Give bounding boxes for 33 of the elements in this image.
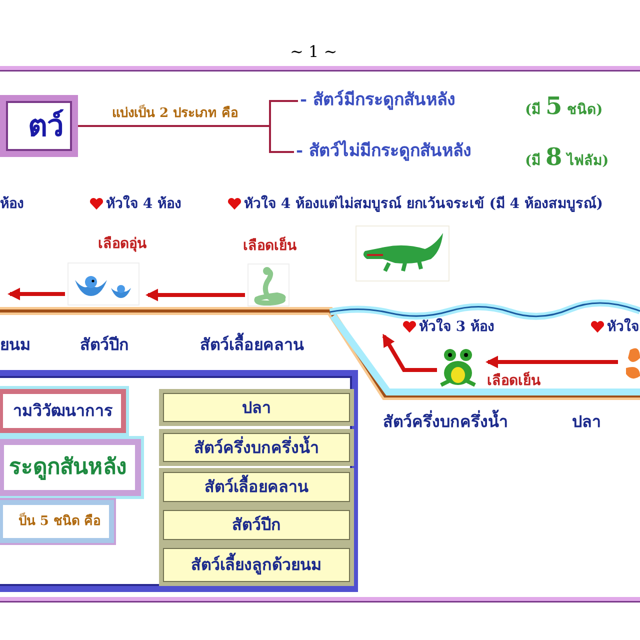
text-label: สัตว์ครึ่งบกครึ่งน้ำ — [383, 410, 508, 434]
bracket-line — [78, 125, 294, 153]
count-note: (มี 5 ชนิด) — [525, 90, 603, 122]
text-label: สัตว์ปีก — [80, 334, 129, 356]
label-box: สัตว์เลี้ยงลูกด้วยนม — [159, 544, 354, 586]
text-label: ปลา — [572, 411, 601, 433]
arrow — [145, 288, 245, 302]
label-box: ป็น 5 ชนิด คือ — [0, 500, 114, 543]
text-label: หัวใจ — [607, 317, 639, 337]
text-label: หัวใจ 3 ห้อง — [419, 317, 494, 337]
label-box: สัตว์ปีก — [159, 506, 354, 544]
label-box: ามวิวัฒนาการ — [0, 389, 126, 433]
label-box: สัตว์ครึ่งบกครึ่งน้ำ — [159, 429, 354, 466]
page-number: ~ 1 ~ — [290, 41, 338, 63]
text-label: เลือดอุ่น — [98, 235, 147, 254]
arrow — [7, 288, 65, 300]
label-box: สัตว์เลื้อยคลาน — [159, 468, 354, 506]
text-label: หัวใจ 4 ห้องแต่ไม่สมบูรณ์ ยกเว้นจระเข้ (มี 4 ห้องสมบูรณ์) — [244, 194, 603, 214]
text-label: สัตว์เลื้อยคลาน — [200, 333, 304, 357]
category-text: - สัตว์มีกระดูกสันหลัง — [300, 88, 510, 114]
panel-frame — [0, 370, 358, 592]
arrow — [485, 356, 618, 368]
label-box: ระดูกสันหลัง — [0, 439, 141, 496]
text-label: เลือดเย็น — [243, 236, 297, 256]
text-label: หัวใจ 4 ห้อง — [106, 194, 182, 214]
text-label: เลือดเย็น — [487, 371, 541, 391]
arrow — [382, 334, 437, 372]
label-box: ปลา — [159, 389, 354, 426]
text-label: ห้อง — [0, 195, 24, 214]
count-note: (มี 8 ไฟลัม) — [525, 141, 609, 173]
title-box: ตว์ — [0, 95, 78, 157]
text-label: ยนม — [0, 334, 31, 356]
category-text: - สัตว์ไม่มีกระดูกสันหลัง — [296, 139, 516, 165]
